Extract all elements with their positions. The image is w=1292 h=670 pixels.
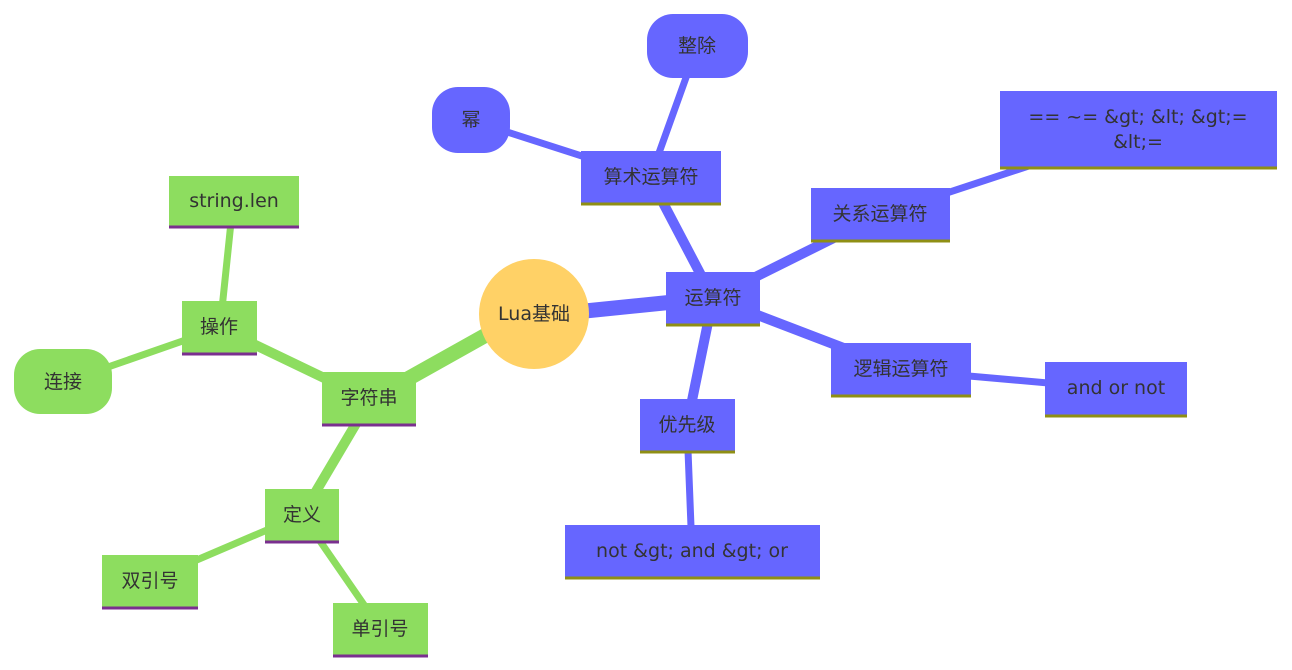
node-single-quote: 单引号: [333, 603, 428, 658]
node-string-label: 字符串: [340, 387, 397, 409]
node-precedence-list-label: not &gt; and &gt; or: [596, 540, 788, 562]
node-relational-label: 关系运算符: [832, 203, 927, 225]
node-relational-list: == ~= &gt; &lt; &gt;= &lt;=: [1000, 91, 1277, 170]
node-operator: 运算符: [666, 272, 760, 327]
node-concat-label: 连接: [44, 371, 82, 393]
node-arith-label: 算术运算符: [603, 166, 698, 188]
node-string: 字符串: [322, 372, 416, 427]
node-relational: 关系运算符: [811, 188, 950, 243]
node-logical: 逻辑运算符: [831, 343, 971, 398]
node-define-label: 定义: [283, 504, 321, 526]
node-double-quote-label: 双引号: [121, 570, 178, 592]
node-define: 定义: [265, 489, 339, 544]
node-floordiv: 整除: [647, 14, 748, 78]
node-relational-list-line1: == ~= &gt; &lt; &gt;=: [1028, 106, 1247, 128]
node-len-label: string.len: [189, 190, 279, 212]
node-ops-label: 操作: [200, 316, 238, 338]
node-relational-list-line2: &lt;=: [1113, 131, 1163, 153]
node-precedence: 优先级: [640, 399, 735, 454]
node-double-quote: 双引号: [102, 555, 198, 610]
node-arith: 算术运算符: [581, 151, 721, 206]
node-concat: 连接: [14, 349, 112, 414]
node-len: string.len: [169, 176, 299, 229]
node-power-label: 幂: [461, 109, 480, 131]
node-root: Lua基础: [479, 259, 589, 369]
node-ops: 操作: [182, 301, 257, 356]
node-logical-list-label: and or not: [1067, 377, 1165, 399]
node-logical-label: 逻辑运算符: [853, 358, 948, 380]
node-precedence-list: not &gt; and &gt; or: [565, 525, 820, 580]
node-root-label: Lua基础: [498, 303, 570, 325]
node-logical-list: and or not: [1045, 362, 1187, 418]
node-precedence-label: 优先级: [658, 414, 715, 436]
node-power: 幂: [432, 87, 510, 153]
node-operator-label: 运算符: [684, 287, 741, 309]
node-single-quote-label: 单引号: [351, 618, 408, 640]
node-floordiv-label: 整除: [678, 35, 716, 57]
